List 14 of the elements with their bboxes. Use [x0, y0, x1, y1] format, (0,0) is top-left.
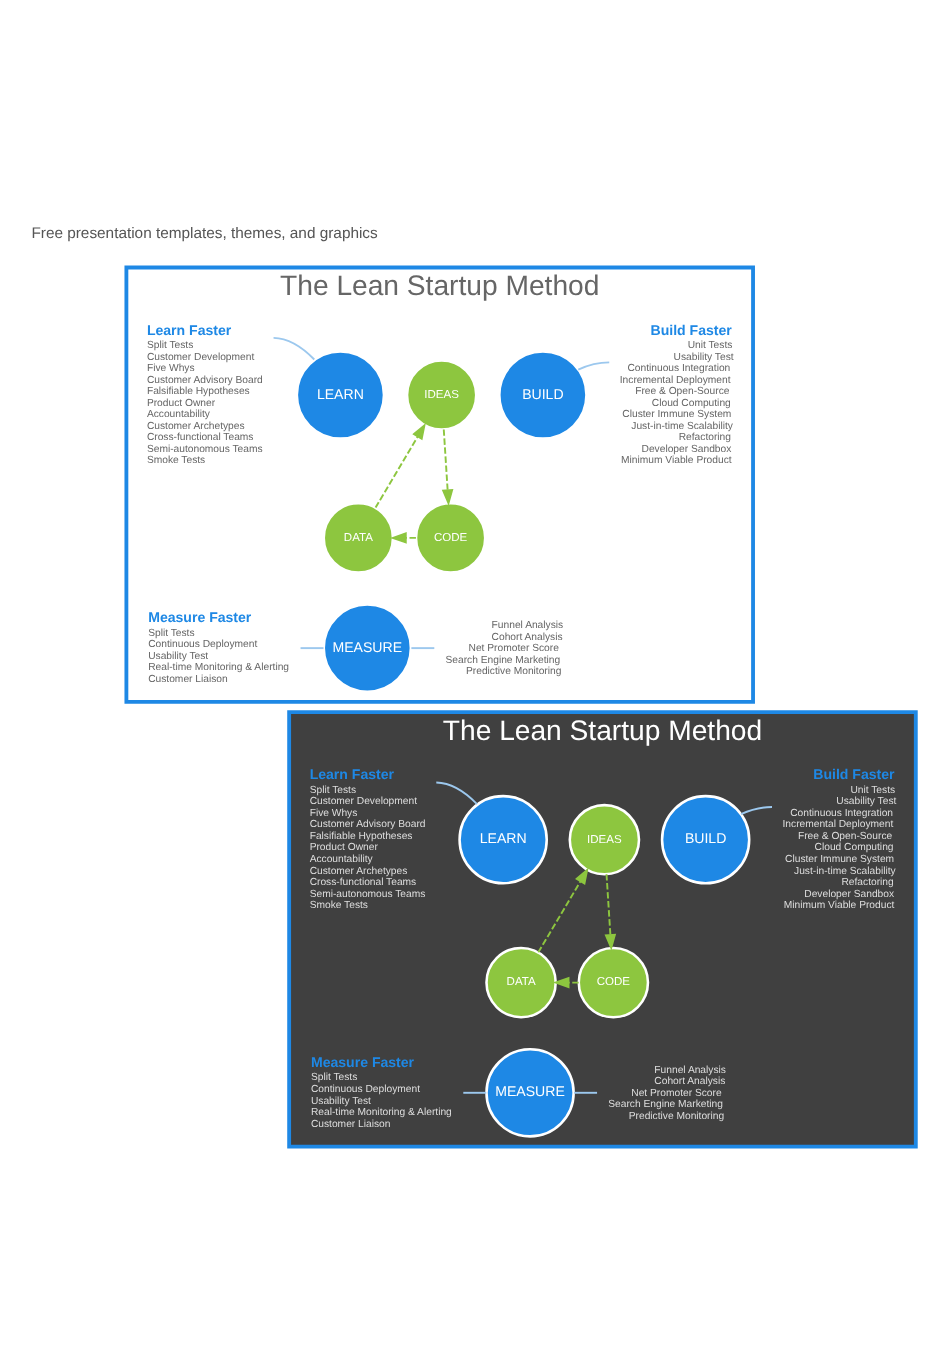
connector [462, 1091, 488, 1094]
arrow [374, 422, 426, 509]
arrow [604, 873, 617, 951]
connector [573, 1091, 598, 1094]
connector [435, 781, 478, 806]
connector [299, 647, 325, 650]
connector [272, 336, 316, 361]
arrow [537, 867, 589, 954]
arrow [441, 428, 454, 507]
connector [577, 361, 611, 371]
connector [410, 647, 436, 650]
arrow [552, 976, 580, 989]
arrow [390, 532, 417, 544]
connector [740, 806, 773, 816]
